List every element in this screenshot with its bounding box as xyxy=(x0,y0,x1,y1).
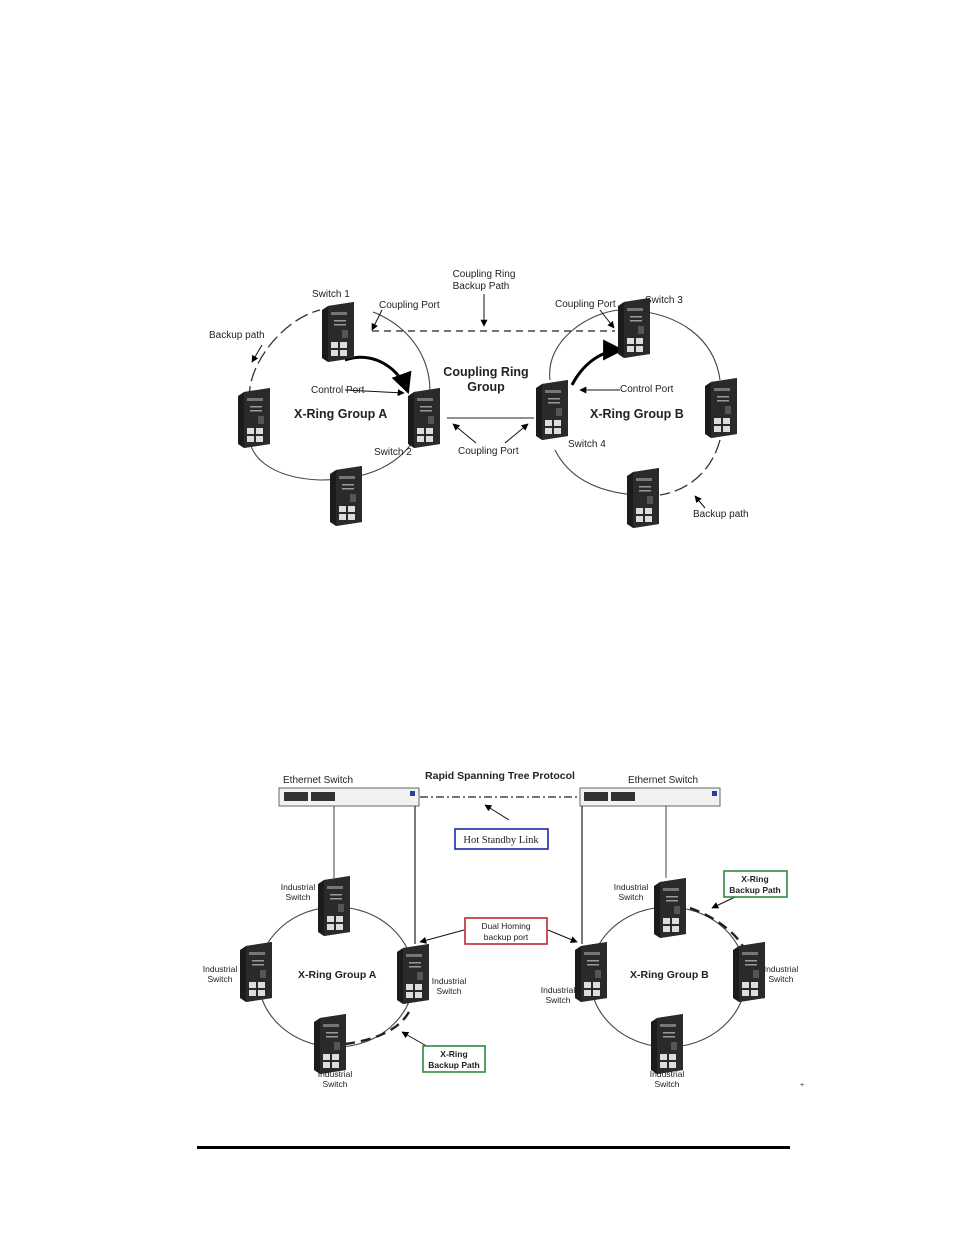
dual-homing-diagram: Hot Standby Link Dual Homing backup port… xyxy=(203,770,804,1089)
control-arrow-b xyxy=(570,339,625,386)
ring-a-backup xyxy=(248,309,321,401)
control-port-label-b: Control Port xyxy=(620,384,674,395)
xring-b-backup-path xyxy=(689,906,747,951)
ring-a-solid xyxy=(248,311,431,481)
hot-standby-label: Hot Standby Link xyxy=(463,835,539,846)
rstp-label: Rapid Spanning Tree Protocol xyxy=(425,770,575,782)
industrial-switch-a-left-icon xyxy=(240,942,272,1002)
ethernet-switch-right-icon xyxy=(579,787,721,807)
industrial-switch-b-left-icon xyxy=(575,942,607,1002)
dual-homing-label-1: Dual Homing xyxy=(481,921,530,931)
coupling-port-label-3: Coupling Port xyxy=(555,299,616,310)
dual-homing-label-2: backup port xyxy=(484,932,529,942)
industrial-b-left-label-2: Switch xyxy=(545,995,570,1005)
industrial-a-left-label-1: Industrial xyxy=(203,964,238,974)
industrial-b-top-label-1: Industrial xyxy=(614,882,649,892)
switch-2-label: Switch 2 xyxy=(374,447,412,458)
switch-3-label: Switch 3 xyxy=(645,295,683,306)
industrial-a-left-label-2: Switch xyxy=(207,974,232,984)
pointer-coupling-port-2 xyxy=(452,423,477,444)
footer-rule xyxy=(197,1146,790,1149)
switch-b-bottom-icon xyxy=(627,468,659,528)
xring-backup-label-b-1: X-Ring xyxy=(741,874,768,884)
industrial-switch-b-right-icon xyxy=(733,942,765,1002)
industrial-a-bottom-label-1: Industrial xyxy=(318,1069,353,1079)
ethernet-switch-right-label: Ethernet Switch xyxy=(628,775,698,786)
industrial-a-top-label-2: Switch xyxy=(285,892,310,902)
industrial-switch-a-top-icon xyxy=(318,876,350,936)
coupling-ring-group-label-1: Coupling Ring xyxy=(443,365,528,379)
bottom-xring-group-b-label: X-Ring Group B xyxy=(630,969,709,981)
switch-a-bottom-icon xyxy=(330,466,362,526)
industrial-switch-b-top-icon xyxy=(654,878,686,938)
pointer-xring-backup-b xyxy=(711,896,736,909)
switch-2-icon xyxy=(408,388,440,448)
industrial-b-right-label-2: Switch xyxy=(768,974,793,984)
xring-backup-label-b-2: Backup Path xyxy=(729,885,781,895)
ring-b-backup xyxy=(659,439,721,496)
switch-4-icon xyxy=(536,380,568,440)
switch-4-label: Switch 4 xyxy=(568,439,606,450)
xring-a-backup-path xyxy=(344,1009,412,1046)
pointer-coupling-port-3 xyxy=(599,309,615,329)
pointer-backup-path-b xyxy=(694,495,706,509)
coupling-ring-backup-label-1: Coupling Ring xyxy=(453,269,516,280)
industrial-b-top-label-2: Switch xyxy=(618,892,643,902)
pointer-control-port-a xyxy=(344,389,405,397)
industrial-switch-b-bottom-icon xyxy=(651,1014,683,1074)
corner-mark: + xyxy=(800,1082,804,1089)
industrial-a-right-label-1: Industrial xyxy=(432,976,467,986)
switch-3-icon xyxy=(618,298,650,358)
switch-b-right-icon xyxy=(705,378,737,438)
coupling-ring-diagram: Coupling Ring Backup Path Switch 1 Coupl… xyxy=(209,269,749,528)
xring-group-b-label: X-Ring Group B xyxy=(590,407,684,421)
pointer-coupling-port-4 xyxy=(504,423,529,444)
switch-1-label: Switch 1 xyxy=(312,289,350,300)
ring-b-lower xyxy=(554,449,636,496)
coupling-ring-backup-label-2: Backup Path xyxy=(453,281,510,292)
industrial-a-bottom-label-2: Switch xyxy=(322,1079,347,1089)
xring-group-a-label: X-Ring Group A xyxy=(294,407,387,421)
bottom-xring-group-a-label: X-Ring Group A xyxy=(298,969,377,981)
backup-path-label-a: Backup path xyxy=(209,330,265,341)
xring-backup-label-a-2: Backup Path xyxy=(428,1060,480,1070)
industrial-b-bottom-label-2: Switch xyxy=(654,1079,679,1089)
pointer-backup-path-a xyxy=(251,344,263,363)
industrial-switch-a-right-icon xyxy=(397,944,429,1004)
switch-a-left-icon xyxy=(238,388,270,448)
pointer-dual-homing-b xyxy=(547,929,578,943)
industrial-b-bottom-label-1: Industrial xyxy=(650,1069,685,1079)
control-port-label-a: Control Port xyxy=(311,385,365,396)
hot-standby-box xyxy=(454,828,549,850)
ethernet-switch-left-icon xyxy=(278,787,420,807)
industrial-b-right-label-1: Industrial xyxy=(764,964,799,974)
pointer-coupling-port-1 xyxy=(371,309,383,331)
industrial-a-top-label-1: Industrial xyxy=(281,882,316,892)
pointer-hot-standby xyxy=(484,804,510,821)
xring-backup-box-a xyxy=(422,1045,486,1073)
backup-path-label-b: Backup path xyxy=(693,509,749,520)
pointer-dual-homing-a xyxy=(419,929,465,944)
xring-backup-box-b xyxy=(723,870,788,898)
dual-homing-box xyxy=(464,917,548,945)
switch-1-icon xyxy=(322,302,354,362)
coupling-port-label-1: Coupling Port xyxy=(379,300,440,311)
industrial-switch-a-bottom-icon xyxy=(314,1014,346,1074)
coupling-port-label-2: Coupling Port xyxy=(458,446,519,457)
coupling-ring-group-label-2: Group xyxy=(467,380,505,394)
xring-backup-label-a-1: X-Ring xyxy=(440,1049,467,1059)
ethernet-switch-left-label: Ethernet Switch xyxy=(283,775,353,786)
industrial-b-left-label-1: Industrial xyxy=(541,985,576,995)
industrial-a-right-label-2: Switch xyxy=(436,986,461,996)
